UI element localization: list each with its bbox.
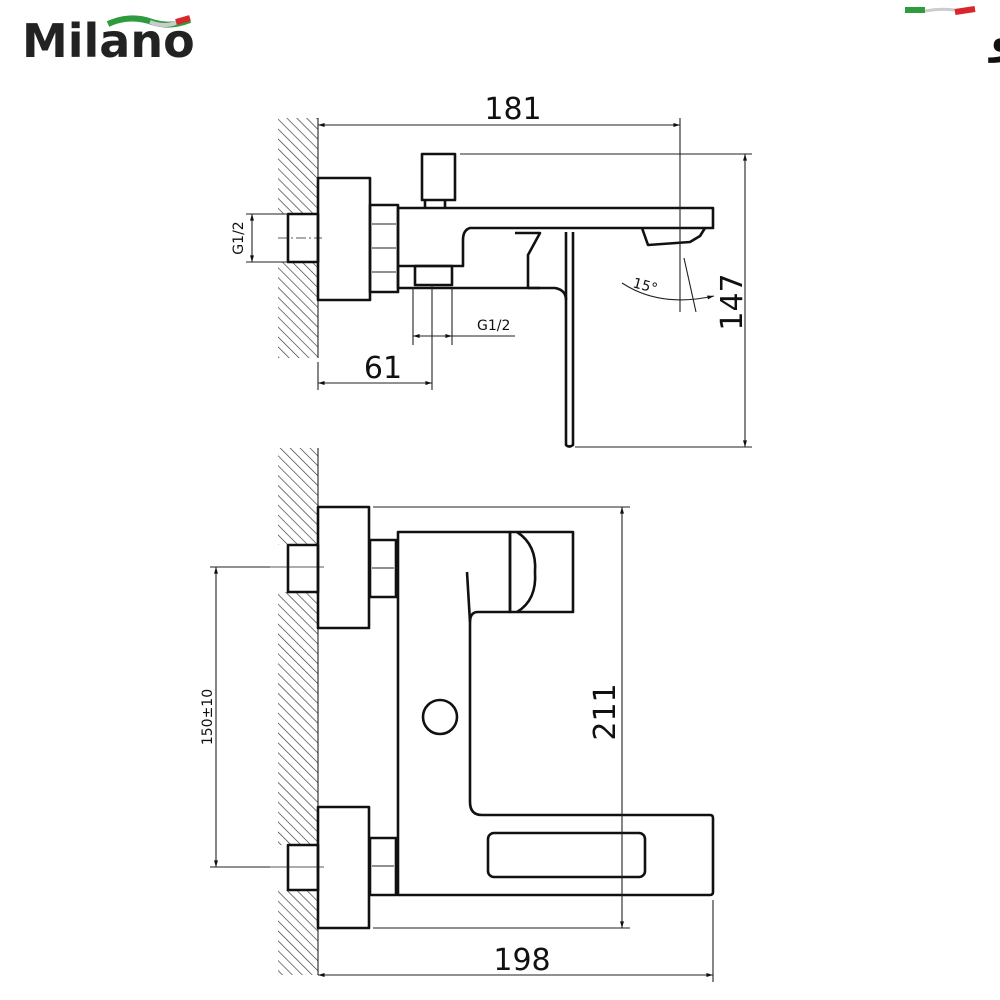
logo-text-arabic: ميلانو bbox=[988, 12, 1000, 63]
inlet-nipple-top bbox=[286, 543, 320, 594]
dim-147: 147 bbox=[715, 273, 750, 330]
wall-flange-bottom bbox=[316, 805, 371, 930]
diverter-knob bbox=[420, 152, 457, 202]
hex-nut-top bbox=[368, 538, 398, 599]
front-view: 211 150±10 198 bbox=[200, 448, 715, 982]
wall-flange bbox=[316, 176, 372, 302]
dim-outlet-thread: G1/2 bbox=[477, 318, 510, 334]
dim-181: 181 bbox=[484, 92, 541, 127]
spout-body bbox=[396, 206, 715, 268]
aerator bbox=[640, 227, 707, 247]
spout-slot bbox=[486, 831, 647, 879]
lever-head bbox=[508, 530, 575, 614]
milano-logo-arabic: ميلانو bbox=[905, 6, 1000, 63]
wall-hatch bbox=[278, 448, 318, 545]
dim-198: 198 bbox=[493, 943, 550, 978]
outlet bbox=[413, 264, 454, 287]
wall-flange-top bbox=[316, 505, 371, 630]
lever-handle bbox=[564, 232, 575, 448]
dim-angle: 15° bbox=[631, 275, 659, 297]
diverter-button bbox=[421, 698, 459, 736]
milano-logo-latin: Milano bbox=[22, 14, 195, 68]
dim-211: 211 bbox=[588, 683, 623, 740]
logo-text-latin: Milano bbox=[22, 14, 195, 68]
side-view: 181 147 15° 61 G1/2 G1/2 bbox=[231, 92, 752, 448]
wall-hatch bbox=[278, 118, 318, 214]
lever-base bbox=[515, 231, 568, 301]
inlet-nipple-bottom bbox=[286, 843, 320, 892]
dim-61: 61 bbox=[364, 351, 402, 386]
dim-150: 150±10 bbox=[200, 689, 216, 745]
mixer-body bbox=[396, 530, 715, 897]
hex-nut-bottom bbox=[368, 836, 398, 897]
dim-inlet-thread: G1/2 bbox=[231, 221, 247, 254]
